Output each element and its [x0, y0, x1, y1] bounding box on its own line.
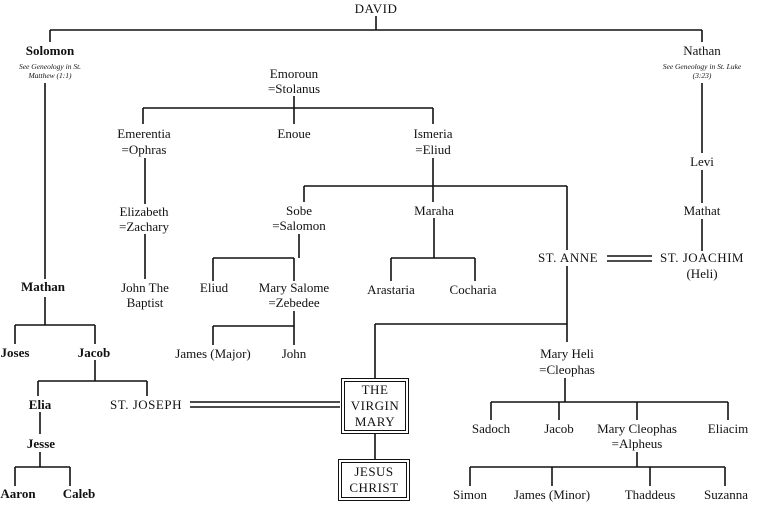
node-mary-salome: Mary Salome — [258, 280, 330, 295]
node-enoue: Enoue — [277, 126, 311, 141]
node-mary-cleophas: Mary Cleophas — [597, 421, 677, 436]
node-elia: Elia — [28, 397, 52, 412]
emoroun-spouse: =Stolanus — [267, 81, 321, 96]
node-nathan: Nathan — [683, 43, 721, 58]
node-levi: Levi — [690, 154, 714, 169]
ismeria-spouse: =Eliud — [415, 142, 451, 157]
emerentia-spouse: =Ophras — [121, 142, 167, 157]
node-sobe: Sobe — [286, 203, 312, 218]
node-eliacim: Eliacim — [707, 421, 749, 436]
elizabeth-spouse: =Zachary — [119, 219, 169, 234]
node-maraha: Maraha — [414, 203, 454, 218]
nathan-genealogy-note: See Geneology in St. Luke (3:23) — [662, 62, 742, 80]
node-st-anne: ST. ANNE — [537, 250, 599, 265]
solomon-genealogy-note: See Geneology in St. Matthew (1:1) — [18, 62, 82, 80]
node-st-joachim: ST. JOACHIM — [660, 250, 744, 265]
virgin-mary-line2: VIRGIN — [350, 398, 400, 413]
virgin-mary-box: THE VIRGIN MARY — [341, 378, 409, 434]
node-emoroun: Emoroun — [269, 66, 319, 81]
virgin-mary-line3: MARY — [354, 414, 396, 429]
node-ismeria: Ismeria — [413, 126, 453, 141]
node-suzanna: Suzanna — [703, 487, 749, 502]
node-mathat: Mathat — [683, 203, 721, 218]
node-james-major: James (Major) — [175, 346, 251, 361]
node-mathan: Mathan — [20, 279, 66, 294]
node-david: DAVID — [354, 1, 398, 16]
node-james-minor: James (Minor) — [513, 487, 591, 502]
st-joachim-alias: (Heli) — [686, 266, 718, 281]
node-john-the-baptist-line2: Baptist — [126, 295, 164, 310]
mary-cleophas-spouse: =Alpheus — [611, 436, 663, 451]
node-jacob-right: Jacob — [544, 421, 574, 436]
node-st-joseph: ST. JOSEPH — [110, 397, 182, 412]
virgin-mary-line1: THE — [361, 382, 389, 397]
node-cocharia: Cocharia — [449, 282, 497, 297]
node-thaddeus: Thaddeus — [624, 487, 676, 502]
jesus-christ-line1: JESUS — [354, 464, 394, 479]
sobe-spouse: =Salomon — [272, 218, 326, 233]
node-aaron: Aaron — [0, 486, 36, 501]
node-emerentia: Emerentia — [117, 126, 171, 141]
node-arastaria: Arastaria — [367, 282, 415, 297]
node-jacob-left: Jacob — [77, 345, 111, 360]
node-joses: Joses — [0, 345, 30, 360]
jesus-christ-line2: CHRIST — [349, 480, 399, 495]
node-eliud: Eliud — [199, 280, 229, 295]
jesus-christ-box: JESUS CHRIST — [338, 459, 410, 501]
node-solomon: Solomon — [25, 43, 75, 58]
node-john: John — [281, 346, 307, 361]
node-simon: Simon — [453, 487, 487, 502]
node-sadoch: Sadoch — [471, 421, 511, 436]
node-jesse: Jesse — [26, 436, 56, 451]
node-elizabeth: Elizabeth — [119, 204, 169, 219]
node-john-the-baptist-line1: John The — [121, 280, 169, 295]
mary-heli-spouse: =Cleophas — [539, 362, 595, 377]
node-mary-heli: Mary Heli — [540, 346, 594, 361]
mary-salome-spouse: =Zebedee — [268, 295, 320, 310]
node-caleb: Caleb — [62, 486, 96, 501]
